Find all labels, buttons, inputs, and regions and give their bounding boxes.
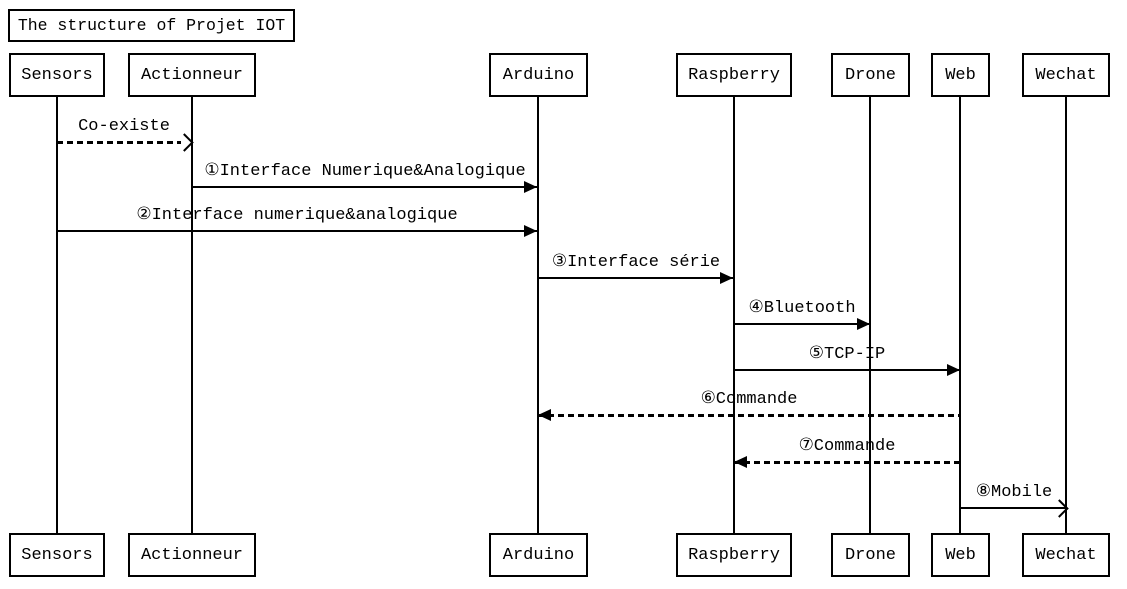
diagram-title-box: The structure of Projet IOT — [8, 9, 295, 42]
actor-label: Raspberry — [688, 545, 780, 565]
lifeline-drone — [869, 97, 871, 533]
lifeline-web — [959, 97, 961, 533]
arrowhead-filled-icon — [857, 318, 870, 330]
actor-box-top-wechat: Wechat — [1022, 53, 1110, 97]
lifeline-wechat — [1065, 97, 1067, 533]
actor-label: Web — [945, 65, 976, 85]
lifeline-arduino — [537, 97, 539, 533]
message-label-8: ⑧Mobile — [975, 483, 1053, 502]
actor-label: Arduino — [502, 65, 575, 85]
arrowhead-filled-icon — [524, 225, 537, 237]
message-line-5 — [734, 369, 960, 371]
arrowhead-filled-icon — [720, 272, 733, 284]
actor-box-top-raspberry: Raspberry — [676, 53, 792, 97]
message-label-1: ①Interface Numerique&Analogique — [204, 162, 526, 181]
message-line-6 — [538, 414, 960, 417]
actor-box-bottom-actionneur: Actionneur — [128, 533, 256, 577]
message-label-5: ⑤TCP-IP — [808, 345, 886, 364]
actor-label: Web — [945, 545, 976, 565]
actor-label: Wechat — [1035, 545, 1097, 565]
message-label-4: ④Bluetooth — [748, 299, 856, 318]
actor-label: Raspberry — [688, 65, 780, 85]
message-line-coexiste — [57, 141, 181, 144]
arrowhead-filled-icon — [734, 456, 747, 468]
actor-box-top-actionneur: Actionneur — [128, 53, 256, 97]
arrowhead-filled-icon — [538, 409, 551, 421]
actor-box-bottom-sensors: Sensors — [9, 533, 105, 577]
actor-box-bottom-wechat: Wechat — [1022, 533, 1110, 577]
diagram-title: The structure of Projet IOT — [17, 16, 286, 35]
message-line-7 — [734, 461, 960, 464]
lifeline-actionneur — [191, 97, 193, 533]
actor-box-top-sensors: Sensors — [9, 53, 105, 97]
lifeline-raspberry — [733, 97, 735, 533]
actor-label: Sensors — [21, 545, 93, 565]
actor-box-bottom-raspberry: Raspberry — [676, 533, 792, 577]
actor-label: Arduino — [502, 545, 575, 565]
message-label-3: ③Interface série — [551, 253, 721, 272]
message-label-2: ②Interface numerique&analogique — [136, 206, 458, 225]
actor-box-bottom-drone: Drone — [831, 533, 910, 577]
arrowhead-filled-icon — [947, 364, 960, 376]
message-line-4 — [734, 323, 870, 325]
actor-label: Actionneur — [140, 545, 244, 565]
message-line-1 — [192, 186, 537, 188]
message-line-2 — [57, 230, 537, 232]
actor-box-bottom-web: Web — [931, 533, 990, 577]
message-label-7: ⑦Commande — [798, 437, 896, 456]
actor-label: Drone — [844, 65, 896, 85]
actor-box-top-web: Web — [931, 53, 990, 97]
message-line-3 — [538, 277, 733, 279]
actor-box-top-arduino: Arduino — [489, 53, 588, 97]
actor-box-top-drone: Drone — [831, 53, 910, 97]
message-label-coexiste: Co-existe — [78, 117, 170, 136]
lifeline-sensors — [56, 97, 58, 533]
actor-label: Sensors — [21, 65, 93, 85]
actor-label: Wechat — [1035, 65, 1097, 85]
actor-box-bottom-arduino: Arduino — [489, 533, 588, 577]
actor-label: Actionneur — [140, 65, 244, 85]
message-line-8 — [960, 507, 1066, 509]
message-label-6: ⑥Commande — [700, 390, 798, 409]
arrowhead-filled-icon — [524, 181, 537, 193]
actor-label: Drone — [844, 545, 896, 565]
